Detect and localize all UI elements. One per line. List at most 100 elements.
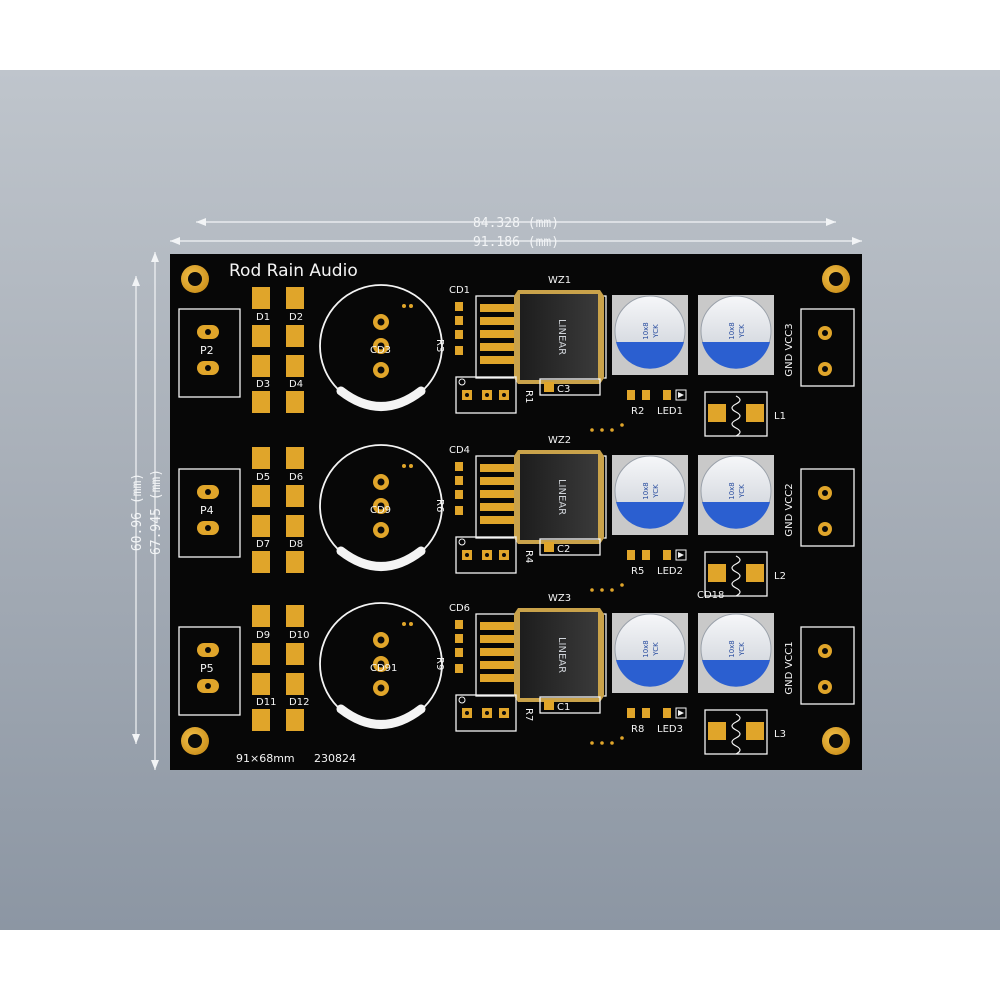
capacitor-size-text: 10x8 [728,482,736,500]
outer-height-label: 67.945 (mm) [149,469,164,555]
bulk-capacitor-polarity-band [336,386,426,411]
via [620,583,624,587]
smd-capacitor-pad [455,316,463,325]
regulator-label: WZ2 [548,435,571,446]
led-label: LED2 [657,566,683,577]
diode-pad [286,605,304,627]
led-resistor-pad [627,708,635,718]
regulator-body [520,294,598,380]
diode-pad [286,709,304,731]
inductor-pad [708,564,726,582]
capacitor-polarity-stripe [702,660,770,687]
capacitor-brand-text: YCK [738,484,746,499]
adjust-capacitor-label: C3 [557,384,570,395]
regulator-lead [480,674,514,682]
adjust-resistor-outline [455,376,517,414]
smd-capacitor-label: CD1 [449,285,470,296]
bulk-resistor-label: R6 [434,499,445,512]
inductor-pad [708,404,726,422]
inductor-pad [746,722,764,740]
capacitor-brand-text: YCK [738,324,746,339]
capacitor-size-text: 10x8 [728,640,736,658]
inductor-coil [731,395,741,437]
smd-capacitor-pad [455,302,463,311]
outer-width-dimension: 91.186 (mm) [170,235,862,250]
capacitor-brand-text: YCK [652,484,660,499]
adjust-capacitor-outline [539,378,601,396]
capacitor-polarity-stripe [702,342,770,369]
diode-pad [252,515,270,537]
diode-pad [252,485,270,507]
diode-pad [252,287,270,309]
outer-height-dimension: 67.945 (mm) [149,252,164,770]
inductor-coil [731,555,741,597]
led-resistor-pad [642,550,650,560]
diode-pad [286,447,304,469]
via [590,588,594,592]
led-resistor-label: R2 [631,406,644,417]
capacitor-size-text: 10x8 [642,482,650,500]
date-code-label: 230824 [314,752,356,765]
regulator-lead [480,516,514,524]
adjust-resistor-label: R1 [523,390,534,403]
diode-label: D11 [256,697,276,708]
smd-capacitor-pad [455,634,463,643]
via [610,428,614,432]
regulator-body [520,454,598,540]
diode-label: D1 [256,312,270,323]
bulk-capacitor-polarity-band [336,546,426,571]
regulator-lead [480,317,514,325]
brand-label: Rod Rain Audio [229,261,358,281]
diode-label: D12 [289,697,309,708]
bulk-capacitor-label: CD3 [370,345,391,356]
adjust-resistor-label: R4 [523,550,534,563]
diode-pad [286,325,304,347]
adjust-capacitor-label: C1 [557,702,570,713]
capacitor-polarity-stripe [616,660,684,687]
adjust-resistor-outline [455,536,517,574]
led-pad [663,550,671,560]
regulator-lead [480,490,514,498]
regulator-logo: LINEAR [556,637,567,673]
inner-width-label: 84.328 (mm) [473,216,559,231]
via [600,741,604,745]
smd-capacitor-pad [455,648,463,657]
smd-capacitor-pad [455,330,463,339]
adjust-capacitor-label: C2 [557,544,570,555]
output-connector-outline [800,308,855,387]
led-outline [675,549,687,561]
inductor-pad [746,404,764,422]
diode-label: D7 [256,539,270,550]
led-outline [675,389,687,401]
diode-pad [252,605,270,627]
smd-capacitor-pad [455,620,463,629]
regulator-lead [480,330,514,338]
diode-label: D6 [289,472,303,483]
via [610,588,614,592]
output-connector-label: GND VCC3 [784,323,795,376]
inner-height-label: 60.96 (mm) [130,473,145,551]
regulator-lead [480,503,514,511]
via [610,741,614,745]
regulator-lead [480,356,514,364]
via [600,588,604,592]
output-connector-outline [800,626,855,705]
regulator-label: WZ3 [548,593,571,604]
smd-capacitor-pad [455,476,463,485]
diode-pad [286,355,304,377]
regulator-lead [480,648,514,656]
inductor-pad [708,722,726,740]
capacitor-size-text: 10x8 [642,640,650,658]
diode-pad [286,643,304,665]
diode-pad [252,643,270,665]
via [620,736,624,740]
diode-pad [286,673,304,695]
capacitor-brand-text: YCK [652,324,660,339]
diode-pad [252,551,270,573]
